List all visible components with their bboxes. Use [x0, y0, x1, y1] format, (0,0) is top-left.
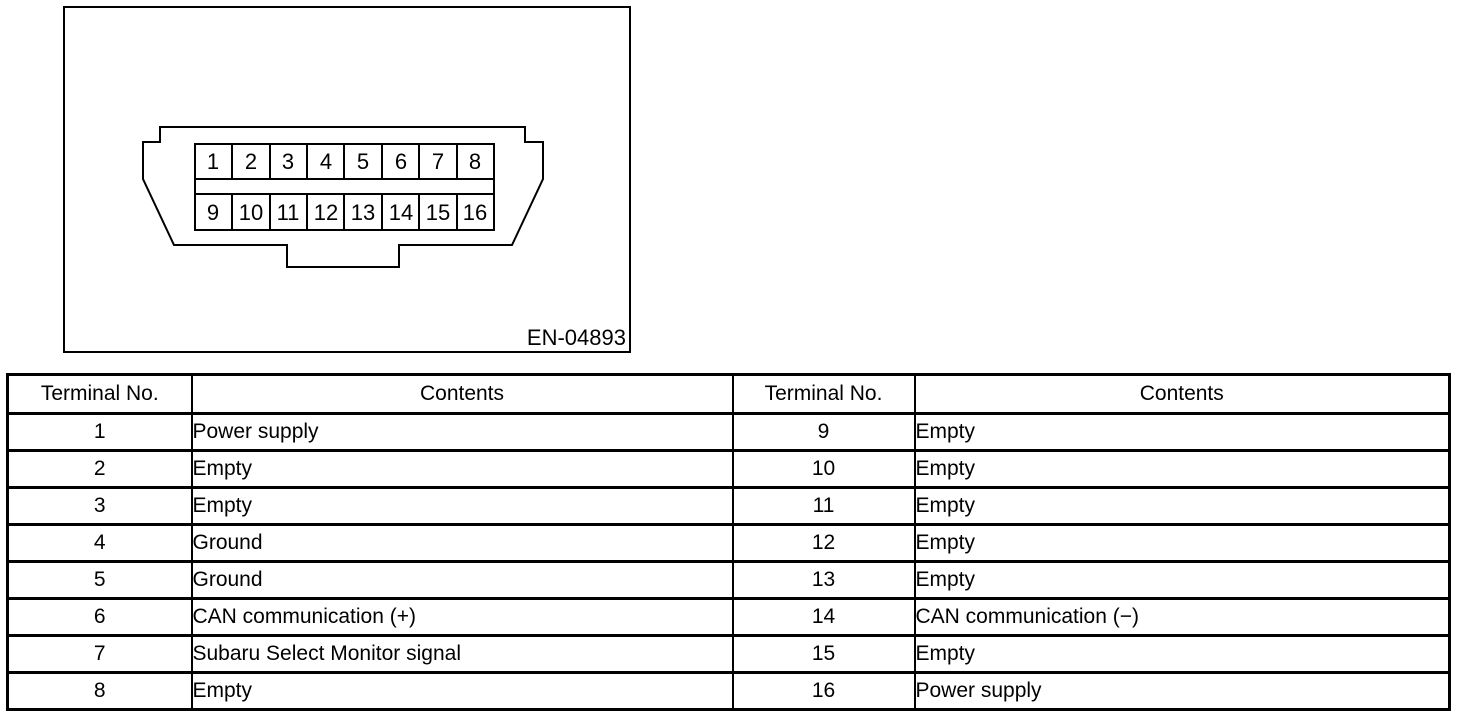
terminal-no-cell: 13 — [731, 560, 916, 600]
pin-label: 12 — [314, 200, 338, 225]
terminal-no-cell: 16 — [731, 671, 916, 711]
terminal-no-cell: 4 — [6, 523, 193, 563]
terminal-no-cell: 10 — [731, 449, 916, 489]
pin-label: 7 — [432, 149, 444, 174]
pin-label: 6 — [395, 149, 407, 174]
terminal-no-cell: 14 — [731, 597, 916, 637]
terminal-table: Terminal No. Contents Terminal No. Conte… — [6, 373, 1451, 711]
table-header-row: Terminal No. Contents Terminal No. Conte… — [6, 373, 1451, 415]
pin-label: 11 — [277, 200, 300, 225]
terminal-no-cell: 8 — [6, 671, 193, 711]
pin-label: 4 — [320, 149, 332, 174]
pin-numbers-bottom: 9 10 11 12 13 14 15 16 — [207, 200, 487, 225]
pin-label: 5 — [357, 149, 369, 174]
table-row: 6 CAN communication (+) 14 CAN communica… — [6, 597, 1451, 637]
terminal-no-cell: 7 — [6, 634, 193, 674]
header-contents-left: Contents — [190, 373, 734, 415]
terminal-no-cell: 6 — [6, 597, 193, 637]
terminal-no-cell: 12 — [731, 523, 916, 563]
terminal-no-cell: 9 — [731, 412, 916, 452]
header-terminal-no-left: Terminal No. — [6, 373, 193, 415]
contents-cell: Empty — [913, 523, 1451, 563]
pin-label: 13 — [351, 200, 375, 225]
table-row: 1 Power supply 9 Empty — [6, 412, 1451, 452]
terminal-no-cell: 3 — [6, 486, 193, 526]
contents-cell: Empty — [913, 634, 1451, 674]
contents-cell: Power supply — [190, 412, 734, 452]
contents-cell: Ground — [190, 560, 734, 600]
table-row: 2 Empty 10 Empty — [6, 449, 1451, 489]
contents-cell: Power supply — [913, 671, 1451, 711]
table-row: 4 Ground 12 Empty — [6, 523, 1451, 563]
contents-cell: Empty — [913, 412, 1451, 452]
pin-numbers-top: 1 2 3 4 5 6 7 8 — [207, 149, 481, 174]
contents-cell: CAN communication (+) — [190, 597, 734, 637]
terminal-no-cell: 2 — [6, 449, 193, 489]
obd-connector-diagram: 1 2 3 4 5 6 7 8 9 10 11 12 13 14 15 16 — [142, 126, 544, 268]
terminal-no-cell: 1 — [6, 412, 193, 452]
pin-grid — [194, 143, 495, 231]
pin-label: 1 — [207, 149, 219, 174]
contents-cell: Empty — [913, 449, 1451, 489]
contents-cell: Empty — [913, 560, 1451, 600]
table-row: 8 Empty 16 Power supply — [6, 671, 1451, 711]
connector-figure: 1 2 3 4 5 6 7 8 9 10 11 12 13 14 15 16 E… — [63, 6, 631, 353]
pin-label: 15 — [426, 200, 450, 225]
terminal-no-cell: 15 — [731, 634, 916, 674]
pin-label: 16 — [463, 200, 487, 225]
pin-label: 2 — [245, 149, 257, 174]
contents-cell: CAN communication (−) — [913, 597, 1451, 637]
pin-label: 10 — [239, 200, 263, 225]
contents-cell: Empty — [190, 449, 734, 489]
contents-cell: Empty — [190, 486, 734, 526]
pin-label: 8 — [469, 149, 481, 174]
header-contents-right: Contents — [913, 373, 1451, 415]
contents-cell: Ground — [190, 523, 734, 563]
contents-cell: Empty — [913, 486, 1451, 526]
pin-label: 3 — [282, 149, 294, 174]
header-terminal-no-right: Terminal No. — [731, 373, 916, 415]
pin-label: 14 — [389, 200, 413, 225]
contents-cell: Subaru Select Monitor signal — [190, 634, 734, 674]
figure-code-label: EN-04893 — [526, 325, 626, 350]
pin-label: 9 — [207, 200, 219, 225]
terminal-no-cell: 11 — [731, 486, 916, 526]
table-row: 5 Ground 13 Empty — [6, 560, 1451, 600]
table-row: 7 Subaru Select Monitor signal 15 Empty — [6, 634, 1451, 674]
contents-cell: Empty — [190, 671, 734, 711]
terminal-no-cell: 5 — [6, 560, 193, 600]
connector-outline — [142, 126, 544, 268]
table-row: 3 Empty 11 Empty — [6, 486, 1451, 526]
